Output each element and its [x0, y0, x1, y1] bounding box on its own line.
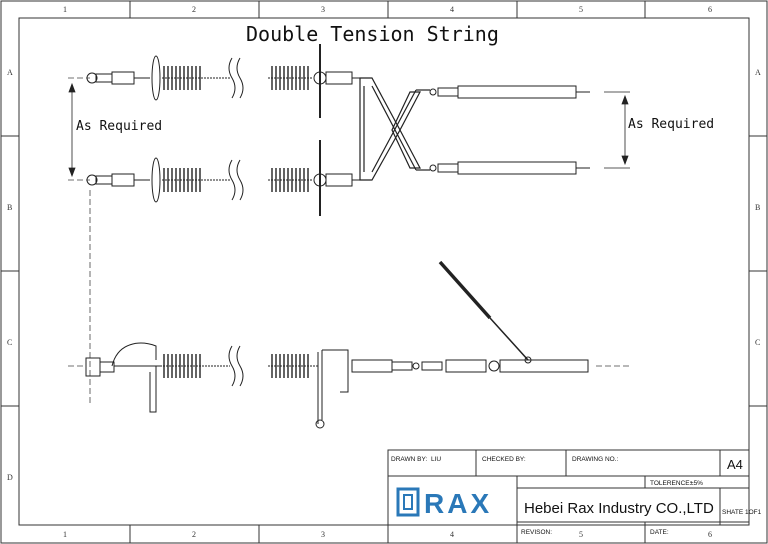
dimension-label-left: As Required: [76, 119, 163, 134]
rax-logo: RAX: [396, 487, 492, 519]
grid-col-3-bottom: 3: [321, 530, 325, 539]
sheet-size: A4: [727, 457, 743, 472]
grid-col-5-top: 5: [579, 5, 583, 14]
drawing-title: Double Tension String: [246, 22, 499, 46]
upper-string-1: [86, 44, 370, 118]
grid-row-d-left: D: [7, 473, 13, 482]
revision-label: REVISON:: [521, 529, 553, 536]
grid-col-2-top: 2: [192, 5, 196, 14]
grid-col-6-top: 6: [708, 5, 712, 14]
company-name: Hebei Rax Industry CO.,LTD: [524, 500, 714, 517]
logo-bracket-icon: [396, 487, 420, 517]
right-dimension: [604, 91, 630, 169]
left-dimension: [68, 82, 76, 178]
drawn-by-label: DRAWN BY:: [391, 456, 428, 463]
side-view-string: [85, 260, 589, 429]
sheet-number: SHATE 1OF1: [722, 509, 762, 516]
grid-col-1-top: 1: [63, 5, 67, 14]
grid-row-b-left: B: [7, 203, 13, 212]
grid-col-6-bottom: 6: [708, 530, 712, 539]
grid-row-a-right: A: [755, 68, 761, 77]
logo-text: RAX: [424, 488, 492, 519]
grid-col-2-bottom: 2: [192, 530, 196, 539]
insulator-discs: [163, 66, 309, 378]
checked-by-label: CHECKED BY:: [482, 456, 526, 463]
inner-frame: [18, 17, 750, 526]
tolerance-label: TOLERENCE:: [650, 480, 692, 487]
centre-lines: [68, 77, 630, 406]
title-block: [387, 449, 750, 526]
date-label: DATE:: [650, 529, 669, 536]
upper-string-2: [86, 140, 370, 216]
grid-col-3-top: 3: [321, 5, 325, 14]
grid-row-c-right: C: [755, 338, 761, 347]
dimension-label-right: As Required: [628, 117, 715, 132]
drawing-no-label: DRAWING NO.:: [572, 456, 619, 463]
right-hardware: [429, 85, 590, 175]
grid-col-5-bottom: 5: [579, 530, 583, 539]
drawn-by-value: LIU: [431, 456, 442, 463]
yoke-plate: [359, 77, 430, 181]
grid-col-4-bottom: 4: [450, 530, 454, 539]
grid-col-4-top: 4: [450, 5, 454, 14]
grid-row-c-left: C: [7, 338, 13, 347]
grid-col-1-bottom: 1: [63, 530, 67, 539]
grid-row-a-left: A: [7, 68, 13, 77]
tolerance-value: ±5%: [690, 480, 703, 487]
grid-row-b-right: B: [755, 203, 761, 212]
